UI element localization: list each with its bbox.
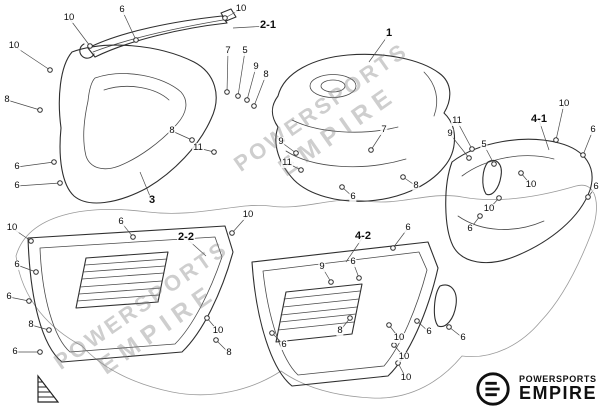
part-2-1-front-rail: [79, 8, 237, 59]
powersports-empire-logo-icon: [476, 372, 510, 406]
logo-brand-line1: POWERSPORTS: [518, 373, 597, 384]
part-1-body-cover: [271, 53, 456, 202]
front-direction-marker: [37, 374, 60, 403]
part-2-2-floor-panel-left: [27, 225, 234, 363]
part-3-front-fender: [58, 44, 217, 204]
logo-brand-line2: EMPIRE: [518, 383, 597, 404]
leader-lines: [6, 8, 597, 379]
powersports-empire-logo: POWERSPORTS EMPIRE: [474, 370, 597, 408]
side-bracket: [433, 284, 457, 328]
part-4-1-side-panel: [445, 138, 593, 264]
assembly-outline: [15, 184, 597, 399]
part-4-2-floor-panel-center: [251, 241, 439, 387]
